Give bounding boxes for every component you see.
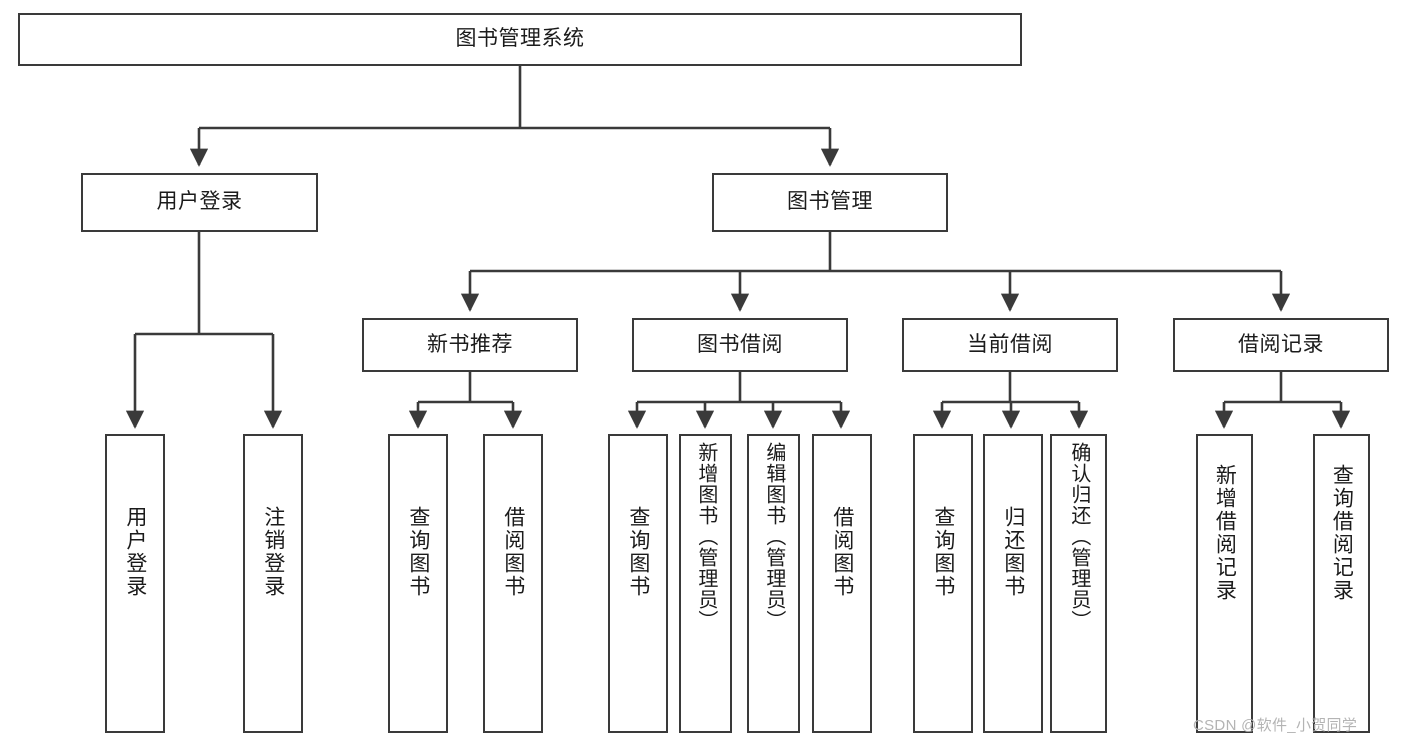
node-new-book-recommend[interactable]: 新书推荐 bbox=[362, 318, 578, 372]
node-leaf-query-book-2[interactable]: 查询图书 bbox=[608, 434, 668, 733]
node-leaf-logout-login[interactable]: 注销登录 bbox=[243, 434, 303, 733]
node-leaf-query-book-1-label: 查询图书 bbox=[406, 506, 430, 598]
node-leaf-borrow-book-2[interactable]: 借阅图书 bbox=[812, 434, 872, 733]
csdn-watermark: CSDN @软件_小贺同学 bbox=[1193, 717, 1358, 734]
node-leaf-add-borrow-record-label: 新增借阅记录 bbox=[1213, 464, 1237, 602]
node-leaf-query-book-3-label: 查询图书 bbox=[931, 506, 955, 598]
node-user-login-label: 用户登录 bbox=[156, 190, 243, 214]
node-leaf-logout-login-label: 注销登录 bbox=[261, 506, 285, 598]
node-leaf-return-book[interactable]: 归还图书 bbox=[983, 434, 1043, 733]
node-book-manage-label: 图书管理 bbox=[787, 190, 873, 214]
node-root[interactable]: 图书管理系统 bbox=[18, 13, 1022, 66]
node-leaf-add-book-admin[interactable]: 新增图书（管理员） bbox=[679, 434, 732, 733]
node-book-borrow-label: 图书借阅 bbox=[697, 332, 783, 356]
node-borrow-record[interactable]: 借阅记录 bbox=[1173, 318, 1389, 372]
node-root-label: 图书管理系统 bbox=[455, 27, 585, 51]
node-new-book-recommend-label: 新书推荐 bbox=[427, 332, 513, 356]
node-leaf-add-book-admin-label: 新增图书（管理员） bbox=[694, 442, 717, 631]
node-leaf-query-book-2-label: 查询图书 bbox=[626, 506, 650, 598]
node-leaf-user-login[interactable]: 用户登录 bbox=[105, 434, 165, 733]
node-leaf-edit-book-admin-label: 编辑图书（管理员） bbox=[762, 442, 785, 631]
node-leaf-add-borrow-record[interactable]: 新增借阅记录 bbox=[1196, 434, 1253, 733]
node-leaf-borrow-book-1[interactable]: 借阅图书 bbox=[483, 434, 543, 733]
node-leaf-edit-book-admin[interactable]: 编辑图书（管理员） bbox=[747, 434, 800, 733]
node-leaf-confirm-return-admin[interactable]: 确认归还（管理员） bbox=[1050, 434, 1107, 733]
node-leaf-confirm-return-admin-label: 确认归还（管理员） bbox=[1067, 442, 1090, 631]
node-leaf-user-login-label: 用户登录 bbox=[123, 506, 147, 598]
node-book-manage[interactable]: 图书管理 bbox=[712, 173, 948, 232]
node-current-borrow-label: 当前借阅 bbox=[967, 332, 1053, 356]
node-user-login[interactable]: 用户登录 bbox=[81, 173, 318, 232]
node-current-borrow[interactable]: 当前借阅 bbox=[902, 318, 1118, 372]
node-leaf-query-book-3[interactable]: 查询图书 bbox=[913, 434, 973, 733]
node-book-borrow[interactable]: 图书借阅 bbox=[632, 318, 848, 372]
node-leaf-query-borrow-record[interactable]: 查询借阅记录 bbox=[1313, 434, 1370, 733]
node-leaf-borrow-book-2-label: 借阅图书 bbox=[830, 506, 854, 598]
node-leaf-query-book-1[interactable]: 查询图书 bbox=[388, 434, 448, 733]
node-borrow-record-label: 借阅记录 bbox=[1238, 332, 1324, 356]
node-leaf-borrow-book-1-label: 借阅图书 bbox=[501, 506, 525, 598]
node-leaf-query-borrow-record-label: 查询借阅记录 bbox=[1330, 464, 1354, 602]
node-leaf-return-book-label: 归还图书 bbox=[1001, 506, 1025, 598]
